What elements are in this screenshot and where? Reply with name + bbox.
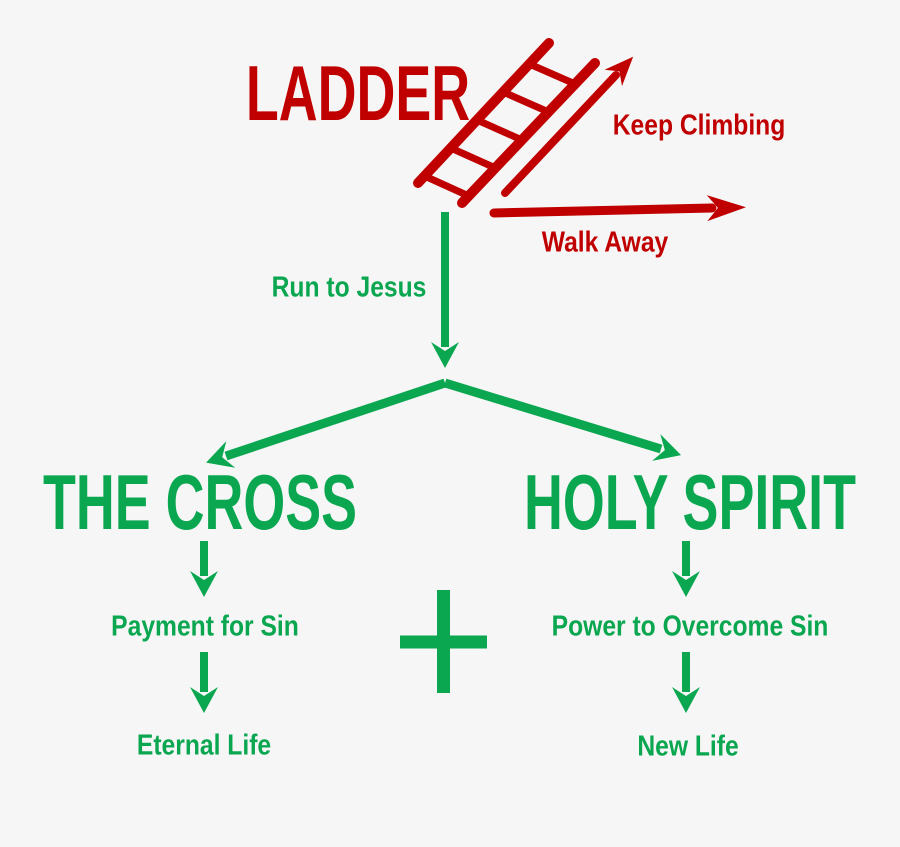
branch-left-arrow-icon (206, 378, 447, 468)
walk-away-arrow-icon (489, 195, 746, 222)
payment-for-sin-label: Payment for Sin (111, 610, 299, 643)
plus-icon (400, 590, 487, 693)
the-cross-heading: THE CROSS (43, 458, 357, 546)
eternal-life-label: Eternal Life (136, 729, 272, 762)
new-life-label: New Life (637, 730, 739, 763)
ladder-icon (413, 38, 600, 208)
keep-climbing-arrow-icon (501, 56, 634, 197)
ladder-title: LADDER (245, 49, 471, 137)
power-to-overcome-sin-label: Power to Overcome Sin (551, 610, 829, 643)
holy-spirit-heading: HOLY SPIRIT (524, 458, 856, 546)
branch-right-arrow-icon (443, 378, 682, 461)
walk-away-label: Walk Away (541, 226, 669, 259)
run-to-jesus-label: Run to Jesus (271, 271, 427, 304)
keep-climbing-label: Keep Climbing (612, 109, 786, 142)
